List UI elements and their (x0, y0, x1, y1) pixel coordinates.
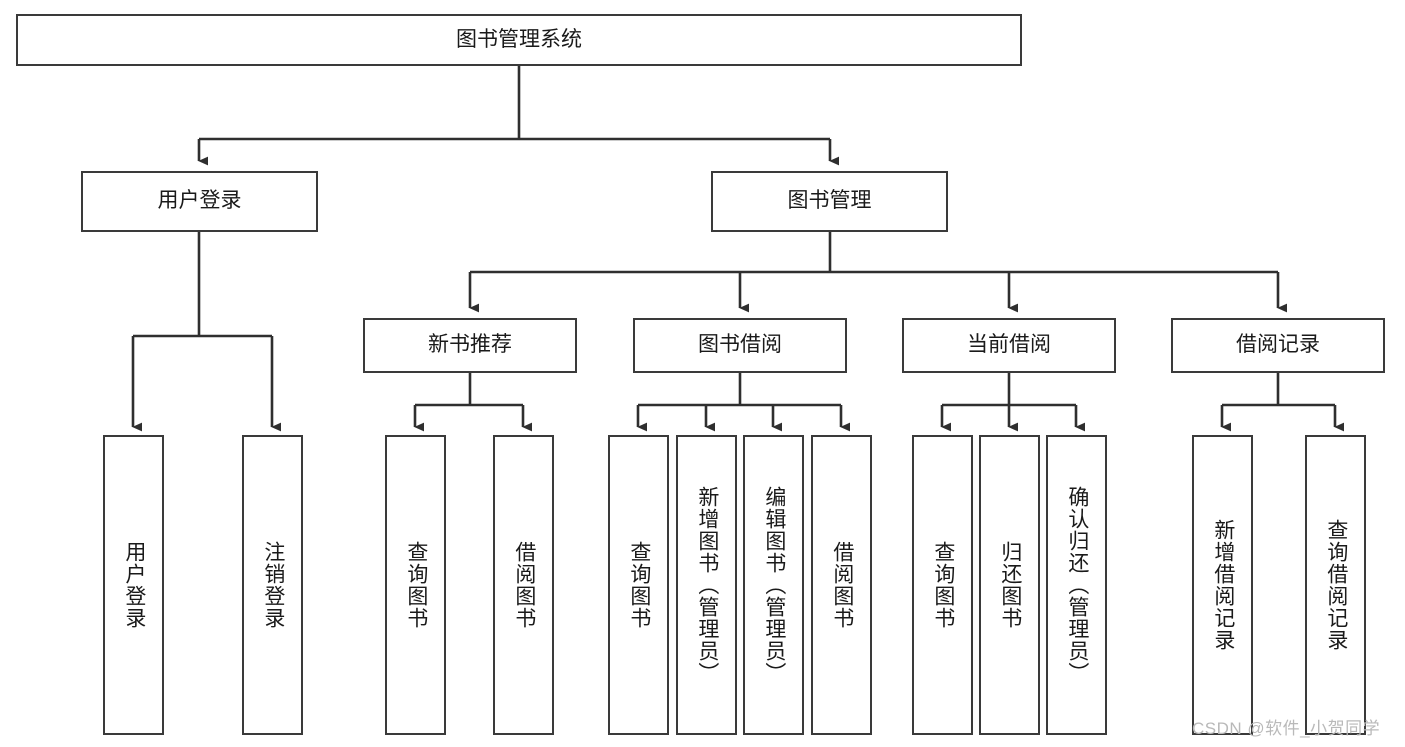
node-new-book-recommend-label: 新书推荐 (428, 333, 512, 357)
node-root-label: 图书管理系统 (456, 27, 582, 51)
connector-bookmanage-to-level2 (468, 232, 1288, 313)
node-leaf-query-record[interactable]: 查询借阅记录 (1305, 435, 1366, 735)
node-leaf-edit-book-label: 编辑图书（管理员） (762, 486, 786, 684)
node-leaf-query-book-2-label: 查询图书 (627, 541, 651, 629)
node-leaf-borrow-book-1-label: 借阅图书 (512, 541, 536, 629)
node-leaf-return-book-label: 归还图书 (998, 541, 1022, 629)
connector-newbook-to-leaves (413, 373, 533, 432)
node-leaf-query-book-1-label: 查询图书 (404, 541, 428, 629)
node-leaf-user-logout[interactable]: 注销登录 (242, 435, 303, 735)
node-current-borrow[interactable]: 当前借阅 (902, 318, 1116, 373)
node-leaf-confirm-return[interactable]: 确认归还（管理员） (1046, 435, 1107, 735)
node-leaf-query-book-3[interactable]: 查询图书 (912, 435, 973, 735)
connector-bookborrow-to-leaves (636, 373, 851, 432)
node-leaf-add-record[interactable]: 新增借阅记录 (1192, 435, 1253, 735)
node-user-login-label: 用户登录 (157, 189, 242, 213)
node-current-borrow-label: 当前借阅 (967, 333, 1051, 357)
node-leaf-edit-book[interactable]: 编辑图书（管理员） (743, 435, 804, 735)
node-leaf-confirm-return-label: 确认归还（管理员） (1065, 486, 1089, 684)
node-leaf-user-logout-label: 注销登录 (261, 541, 285, 629)
connector-userlogin-to-leaves (131, 232, 282, 432)
node-leaf-query-book-3-label: 查询图书 (931, 541, 955, 629)
node-book-borrow-label: 图书借阅 (698, 333, 782, 357)
node-leaf-query-book-1[interactable]: 查询图书 (385, 435, 446, 735)
node-leaf-add-book-label: 新增图书（管理员） (695, 486, 719, 684)
node-leaf-user-login-label: 用户登录 (122, 541, 146, 629)
node-root[interactable]: 图书管理系统 (16, 14, 1022, 66)
connector-currentborrow-to-leaves (940, 373, 1086, 432)
node-leaf-return-book[interactable]: 归还图书 (979, 435, 1040, 735)
node-book-borrow[interactable]: 图书借阅 (633, 318, 847, 373)
node-leaf-user-login[interactable]: 用户登录 (103, 435, 164, 735)
node-borrow-record-label: 借阅记录 (1236, 333, 1320, 357)
node-leaf-query-book-2[interactable]: 查询图书 (608, 435, 669, 735)
node-leaf-add-book[interactable]: 新增图书（管理员） (676, 435, 737, 735)
node-user-login[interactable]: 用户登录 (81, 171, 318, 232)
connector-borrowrecord-to-leaves (1220, 373, 1345, 432)
node-leaf-borrow-book-1[interactable]: 借阅图书 (493, 435, 554, 735)
node-leaf-add-record-label: 新增借阅记录 (1211, 519, 1235, 651)
node-borrow-record[interactable]: 借阅记录 (1171, 318, 1385, 373)
connector-root-to-level1 (197, 66, 840, 166)
node-book-manage-label: 图书管理 (787, 189, 872, 213)
node-new-book-recommend[interactable]: 新书推荐 (363, 318, 577, 373)
node-leaf-query-record-label: 查询借阅记录 (1324, 519, 1348, 651)
node-book-manage[interactable]: 图书管理 (711, 171, 948, 232)
node-leaf-borrow-book-2[interactable]: 借阅图书 (811, 435, 872, 735)
node-leaf-borrow-book-2-label: 借阅图书 (830, 541, 854, 629)
